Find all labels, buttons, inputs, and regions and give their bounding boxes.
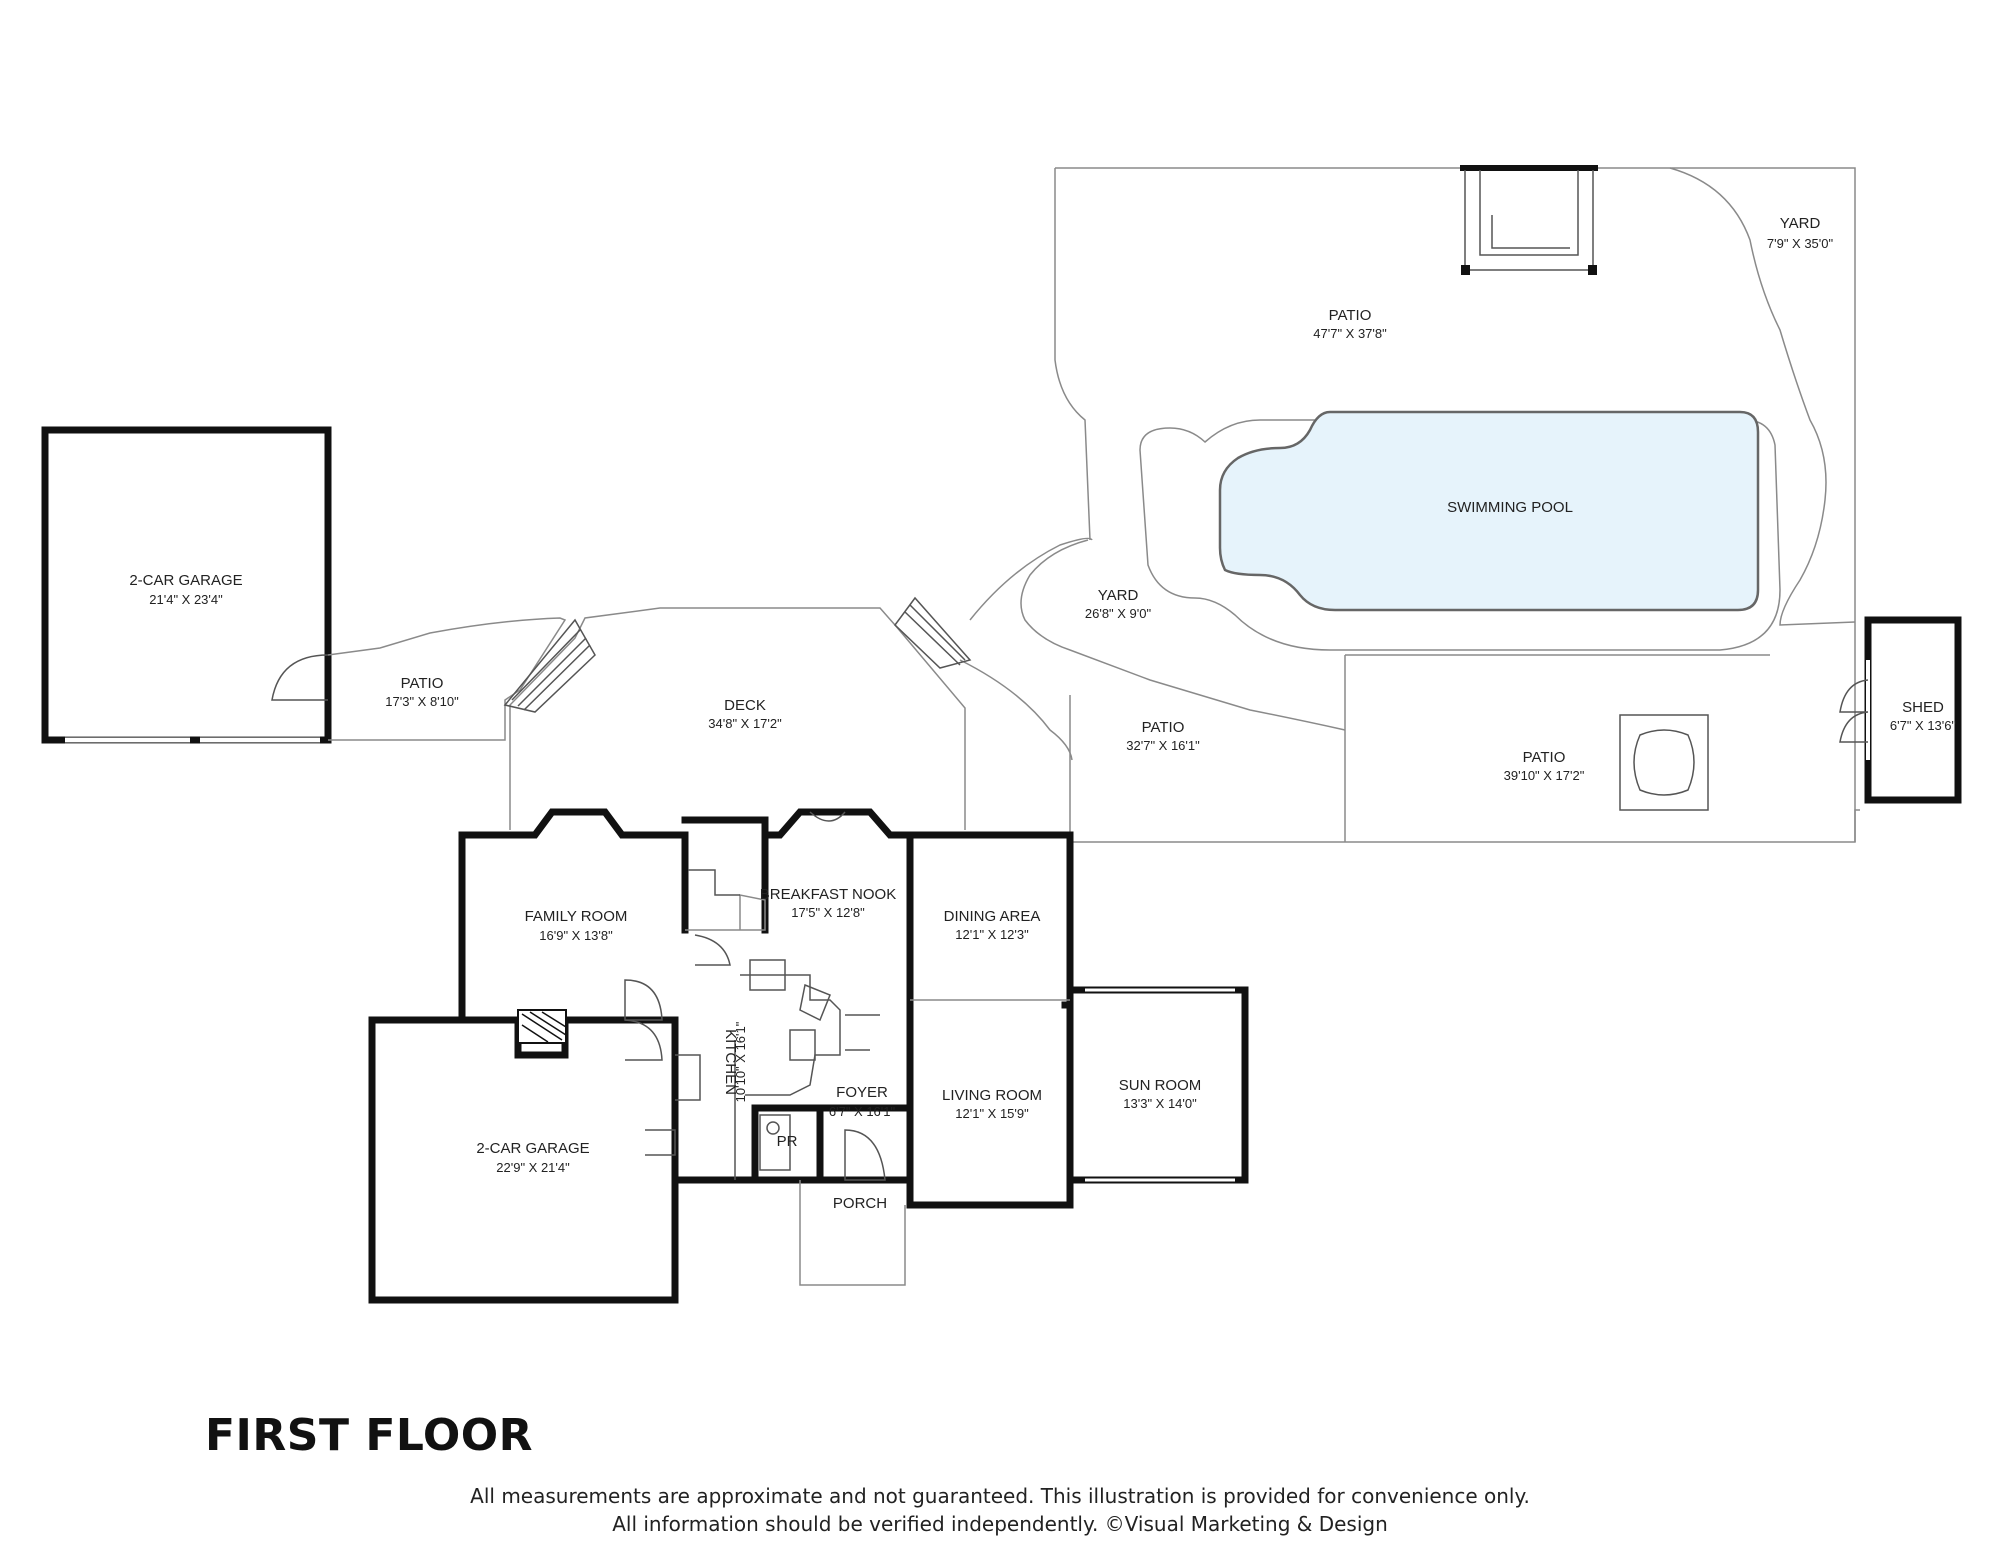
label-patio-mid: PATIO [1142, 719, 1185, 736]
dims-patio-north: 47'7" X 37'8" [1313, 326, 1387, 341]
label-garage-attached: 2-CAR GARAGE [476, 1140, 589, 1157]
label-patio-west: PATIO [401, 675, 444, 692]
patio-west-outline [327, 617, 567, 741]
dims-garage-detached: 21'4" X 23'4" [149, 592, 223, 607]
dims-garage-attached: 22'9" X 21'4" [496, 1160, 570, 1175]
label-patio-north: PATIO [1329, 307, 1372, 324]
label-swimming-pool: SWIMMING POOL [1447, 499, 1573, 516]
deck-outline [503, 596, 972, 830]
dims-yard-ne: 7'9" X 35'0" [1767, 236, 1834, 251]
interior-lines [624, 811, 1070, 1181]
dims-yard-mid: 26'8" X 9'0" [1085, 606, 1152, 621]
label-yard-ne: YARD [1780, 215, 1821, 232]
fireplace [517, 1009, 567, 1044]
dims-living-room: 12'1" X 15'9" [955, 1106, 1029, 1121]
floor-title: FIRST FLOOR [205, 1410, 534, 1461]
dims-shed: 6'7" X 13'6" [1890, 718, 1957, 733]
dims-patio-mid: 32'7" X 16'1" [1126, 738, 1200, 753]
label-dining-area: DINING AREA [944, 908, 1041, 925]
dims-dining-area: 12'1" X 12'3" [955, 927, 1029, 942]
swimming-pool [1218, 410, 1760, 612]
label-breakfast-nook: BREAKFAST NOOK [760, 886, 896, 903]
disclaimer-line-2: All information should be verified indep… [612, 1512, 1388, 1536]
label-family-room: FAMILY ROOM [525, 908, 628, 925]
dims-foyer: 6'7" X 16'1" [829, 1104, 896, 1119]
label-kitchen: KITCHEN [722, 1029, 739, 1095]
pool-surround [1139, 419, 1781, 651]
yard-mid-outline [1020, 539, 1346, 731]
dims-family-room: 16'9" X 13'8" [539, 928, 613, 943]
house-walls [368, 808, 1074, 1304]
label-living-room: LIVING ROOM [942, 1087, 1042, 1104]
pergola [1460, 165, 1598, 275]
disclaimer: All measurements are approximate and not… [0, 1482, 2000, 1538]
shed-walls [1839, 616, 1962, 804]
dims-deck: 34'8" X 17'2" [708, 716, 782, 731]
label-patio-east: PATIO [1523, 749, 1566, 766]
label-deck: DECK [724, 697, 766, 714]
label-garage-detached: 2-CAR GARAGE [129, 572, 242, 589]
label-sun-room: SUN ROOM [1119, 1077, 1202, 1094]
label-foyer: FOYER [836, 1084, 888, 1101]
porch-outline [799, 1180, 906, 1286]
label-powder-room: PR [777, 1133, 798, 1150]
disclaimer-line-1: All measurements are approximate and not… [470, 1484, 1530, 1508]
dims-patio-east: 39'10" X 17'2" [1504, 768, 1585, 783]
label-yard-mid: YARD [1098, 587, 1139, 604]
room-labels: YARD 7'9" X 35'0" PATIO 47'7" X 37'8" SW… [129, 215, 1956, 1212]
dims-sun-room: 13'3" X 14'0" [1123, 1096, 1197, 1111]
dims-kitchen: 10'10" X 16'1" [733, 1021, 748, 1102]
sun-room-walls [1071, 986, 1249, 1184]
dims-patio-west: 17'3" X 8'10" [385, 694, 459, 709]
hot-tub [1619, 714, 1709, 811]
label-shed: SHED [1902, 699, 1944, 716]
label-porch: PORCH [833, 1195, 887, 1212]
dims-breakfast-nook: 17'5" X 12'8" [791, 905, 865, 920]
